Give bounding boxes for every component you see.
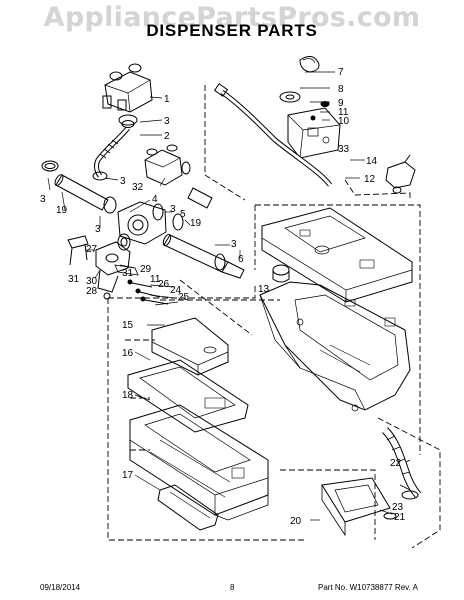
footer-page-number: 8: [230, 583, 235, 592]
part-vent-hose: [213, 83, 332, 187]
callout-3b: 3: [120, 176, 126, 187]
callout-30: 30: [86, 276, 98, 287]
callout-9: 9: [338, 98, 344, 109]
part-tubes: [54, 174, 245, 279]
part-dispenser-drawer: [129, 404, 269, 521]
callout-labels: 1 2 3 3 3 3 3 3 4 5 6 7 8 9 10 11 11 12 …: [40, 67, 406, 527]
callout-31a: 31: [68, 274, 80, 285]
callout-15: 15: [122, 320, 134, 331]
part-bellows-hose: [382, 427, 422, 498]
callout-3c: 3: [40, 194, 46, 205]
part-diverter-valve: [144, 144, 191, 186]
part-siphon-tray: [127, 359, 249, 433]
callout-19a: 19: [56, 205, 68, 216]
callout-29: 29: [140, 264, 152, 275]
callout-23: 23: [392, 502, 404, 513]
callout-12: 12: [364, 174, 376, 185]
callout-24: 24: [170, 285, 182, 296]
callout-3a: 3: [164, 116, 170, 127]
callout-14: 14: [366, 156, 378, 167]
callout-33: 33: [338, 144, 350, 155]
callout-18: 18: [122, 390, 134, 401]
callout-3d: 3: [95, 224, 101, 235]
part-drawer-insert: [157, 484, 219, 531]
callout-5: 5: [180, 209, 186, 220]
callout-10: 10: [338, 116, 350, 127]
part-drawer-lid: [151, 317, 229, 376]
callout-2: 2: [164, 131, 170, 142]
part-cap: [272, 264, 290, 283]
watermark-logo: AppliancePartsPros.com: [43, 2, 421, 33]
callout-7: 7: [338, 67, 344, 78]
callout-21: 21: [394, 512, 406, 523]
part-manifold: [117, 201, 167, 251]
callout-1: 1: [164, 94, 170, 105]
callout-16: 16: [122, 348, 134, 359]
callout-4: 4: [152, 194, 158, 205]
callout-20: 20: [290, 516, 302, 527]
part-fill-hose: [94, 126, 130, 178]
callout-6: 6: [238, 254, 244, 265]
callout-27: 27: [86, 244, 98, 255]
callout-13: 13: [258, 284, 270, 295]
callout-25: 25: [178, 292, 190, 303]
part-sensor: [385, 154, 416, 194]
part-dispenser-housing: [259, 281, 411, 412]
callout-22: 22: [390, 458, 402, 469]
footer-date: 09/18/2014: [40, 583, 81, 592]
callout-26: 26: [158, 279, 170, 290]
part-clamps: [41, 120, 226, 271]
callout-17: 17: [122, 470, 134, 481]
part-valve-group: [67, 235, 139, 300]
part-fasteners: [127, 279, 169, 305]
callout-11a: 11: [338, 107, 349, 118]
callout-19b: 19: [190, 218, 202, 229]
diagram-title: DISPENSER PARTS: [146, 21, 318, 40]
callout-8: 8: [338, 84, 344, 95]
dashed-outlines: [107, 85, 441, 549]
callout-31b: 31: [122, 268, 134, 279]
part-drawer-handle: [321, 477, 391, 537]
callout-32: 32: [132, 182, 144, 193]
part-hose-clamps: [383, 490, 419, 520]
part-dispenser-cover: [261, 207, 413, 303]
callout-3f: 3: [231, 239, 237, 250]
callout-28: 28: [86, 286, 98, 297]
part-actuator-assembly: [279, 56, 341, 159]
footer-part-number: Part No. W10738877 Rev. A: [318, 583, 418, 592]
callout-3e: 3: [170, 204, 176, 215]
callout-11b: 11: [150, 274, 161, 285]
leader-lines: [47, 71, 411, 521]
part-water-valve: [102, 63, 153, 126]
